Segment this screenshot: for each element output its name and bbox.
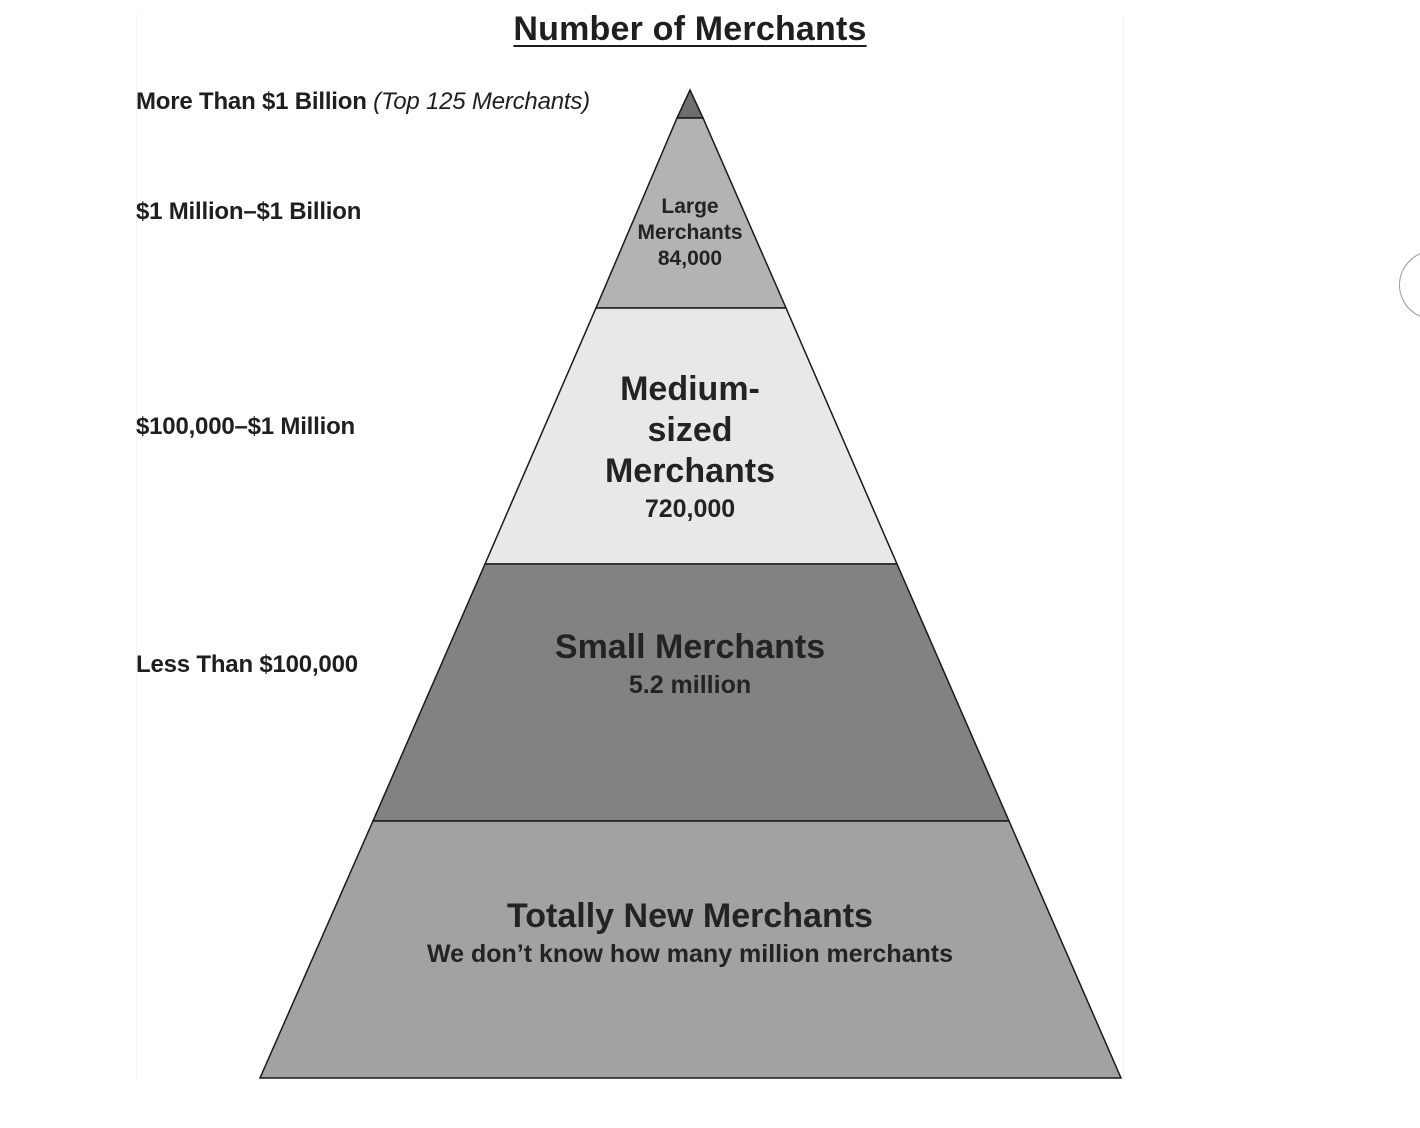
new-merchants-name: Totally New Merchants (507, 897, 873, 935)
tier-label-over-1-billion-note: (Top 125 Merchants) (373, 88, 590, 115)
small-merchants-label: Small Merchants 5.2 million (555, 627, 825, 703)
large-merchants-name-line2: Merchants (637, 221, 743, 244)
new-merchants-label: Totally New Merchants We don’t know how … (427, 896, 953, 972)
large-merchants-count: 84,000 (657, 247, 723, 270)
medium-merchants-name-line1: Medium- (620, 370, 760, 408)
pyramid-band-top-125 (675, 88, 705, 119)
tier-label-under-100k: Less Than $100,000 (136, 651, 358, 678)
tier-label-1-million-to-1-billion: $1 Million–$1 Billion (136, 198, 362, 225)
small-merchants-name: Small Merchants (554, 628, 826, 666)
tier-label-over-1-billion: More Than $1 Billion (Top 125 Merchants) (136, 88, 590, 116)
medium-merchants-name-line2: sized (647, 411, 733, 449)
medium-merchants-name-line3: Merchants (604, 452, 776, 490)
pyramid-band-totally-new (258, 820, 1123, 1079)
small-merchants-count: 5.2 million (628, 671, 752, 699)
tier-label-over-1-billion-text: More Than $1 Billion (136, 88, 367, 115)
large-merchants-label: Large Merchants 84,000 (637, 194, 742, 272)
tier-label-100k-to-1-million: $100,000–$1 Million (136, 413, 355, 440)
medium-merchants-label: Medium- sized Merchants 720,000 (605, 369, 775, 526)
figure-frame (136, 14, 1124, 1080)
new-merchants-count: We don’t know how many million merchants (427, 940, 953, 968)
large-merchants-name-line1: Large (661, 195, 719, 218)
diagram-title: Number of Merchants (513, 10, 867, 48)
medium-merchants-count: 720,000 (644, 495, 736, 523)
